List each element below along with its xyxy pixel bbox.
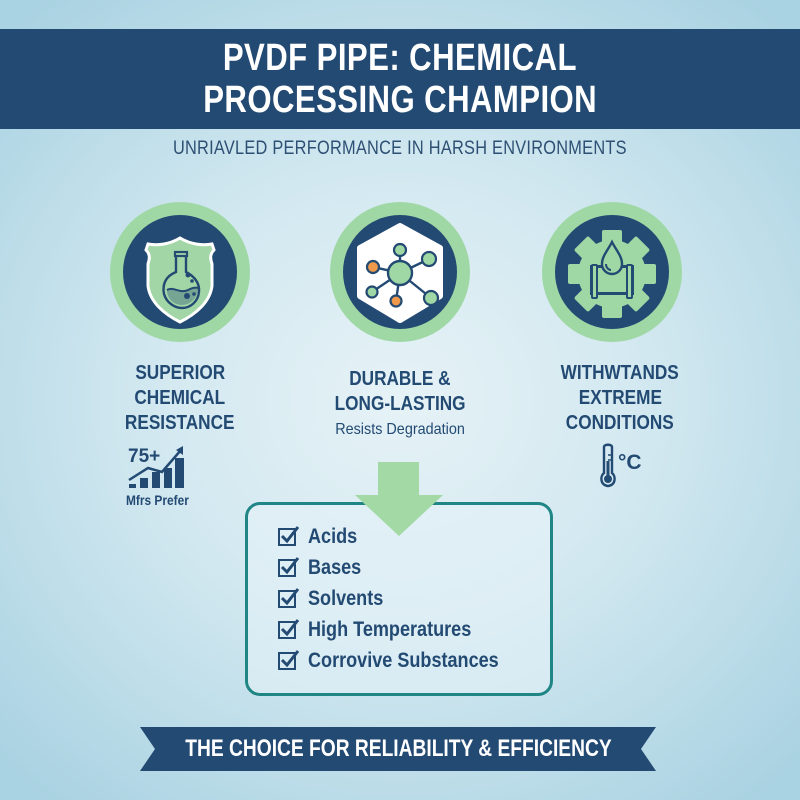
stat-value: 75+	[128, 446, 161, 467]
temperature-indicator: °C	[598, 443, 648, 489]
stat-label: Mfrs Prefer	[126, 492, 200, 508]
feature-subtitle-durable: Resists Degradation	[310, 421, 490, 439]
stat-label-text: Mfrs Prefer	[126, 492, 189, 508]
list-item: Solvents	[278, 585, 396, 613]
bar-chart-growth-icon	[128, 446, 184, 488]
list-item: Bases	[278, 554, 370, 582]
footer-banner-label: THE CHOICE FOR RELIABILITY & EFFICIENCY	[184, 735, 612, 762]
list-item-label: Bases	[308, 556, 362, 579]
chemical-resistance-badge	[110, 202, 250, 342]
feature-title-line: CHEMICAL	[134, 387, 226, 409]
footer-ribbon	[140, 727, 656, 771]
checkbox-checked-icon	[278, 588, 300, 608]
list-item-label: Acids	[308, 525, 358, 548]
list-item-label: High Temperatures	[308, 618, 472, 641]
checkbox-checked-icon	[278, 650, 300, 670]
list-item: Corrovive Substances	[278, 647, 530, 675]
subtitle: UNRIAVLED PERFORMANCE IN HARSH ENVIRONME…	[0, 138, 800, 160]
molecule-hexagon-icon	[357, 223, 443, 323]
title-banner: PVDF PIPE: CHEMICAL PROCESSING CHAMPION	[0, 29, 800, 129]
durable-badge	[330, 202, 470, 342]
arrow-down-icon	[355, 462, 443, 536]
feature-title-line: RESISTANCE	[125, 412, 235, 434]
feature-title-line: WITHWTANDS	[560, 362, 680, 384]
list-item-label: Solvents	[308, 587, 384, 610]
feature-title-line: SUPERIOR	[135, 362, 225, 384]
temperature-unit: °C	[618, 451, 642, 474]
list-item-label: Corrovive Substances	[308, 649, 499, 672]
extreme-conditions-badge	[542, 202, 682, 342]
title-line-1: PVDF PIPE: CHEMICAL	[222, 37, 578, 79]
gear-pipe-drop-icon	[568, 230, 656, 318]
feature-subtitle-text: Resists Degradation	[335, 421, 465, 438]
list-item: Acids	[278, 523, 365, 551]
checkbox-checked-icon	[278, 526, 300, 546]
feature-title-line: EXTREME	[578, 387, 662, 409]
thermometer-icon	[600, 443, 616, 488]
checkbox-checked-icon	[278, 557, 300, 577]
footer-banner-text: THE CHOICE FOR RELIABILITY & EFFICIENCY	[140, 727, 656, 771]
list-item: High Temperatures	[278, 616, 498, 644]
manufacturer-stat: 75+ Mfrs Prefer	[126, 442, 196, 512]
feature-title-durable: DURABLE & LONG-LASTING	[310, 367, 490, 417]
title-line-2: PROCESSING CHAMPION	[203, 79, 597, 121]
feature-title-line: DURABLE &	[349, 368, 451, 390]
feature-title-extreme-conditions: WITHWTANDS EXTREME CONDITIONS	[535, 361, 705, 436]
feature-title-line: CONDITIONS	[566, 412, 674, 434]
subtitle-text: UNRIAVLED PERFORMANCE IN HARSH ENVIRONME…	[173, 138, 627, 159]
feature-title-line: LONG-LASTING	[334, 393, 466, 415]
shield-flask-icon	[144, 236, 216, 324]
checkbox-checked-icon	[278, 619, 300, 639]
feature-title-chemical-resistance: SUPERIOR CHEMICAL RESISTANCE	[100, 361, 260, 436]
